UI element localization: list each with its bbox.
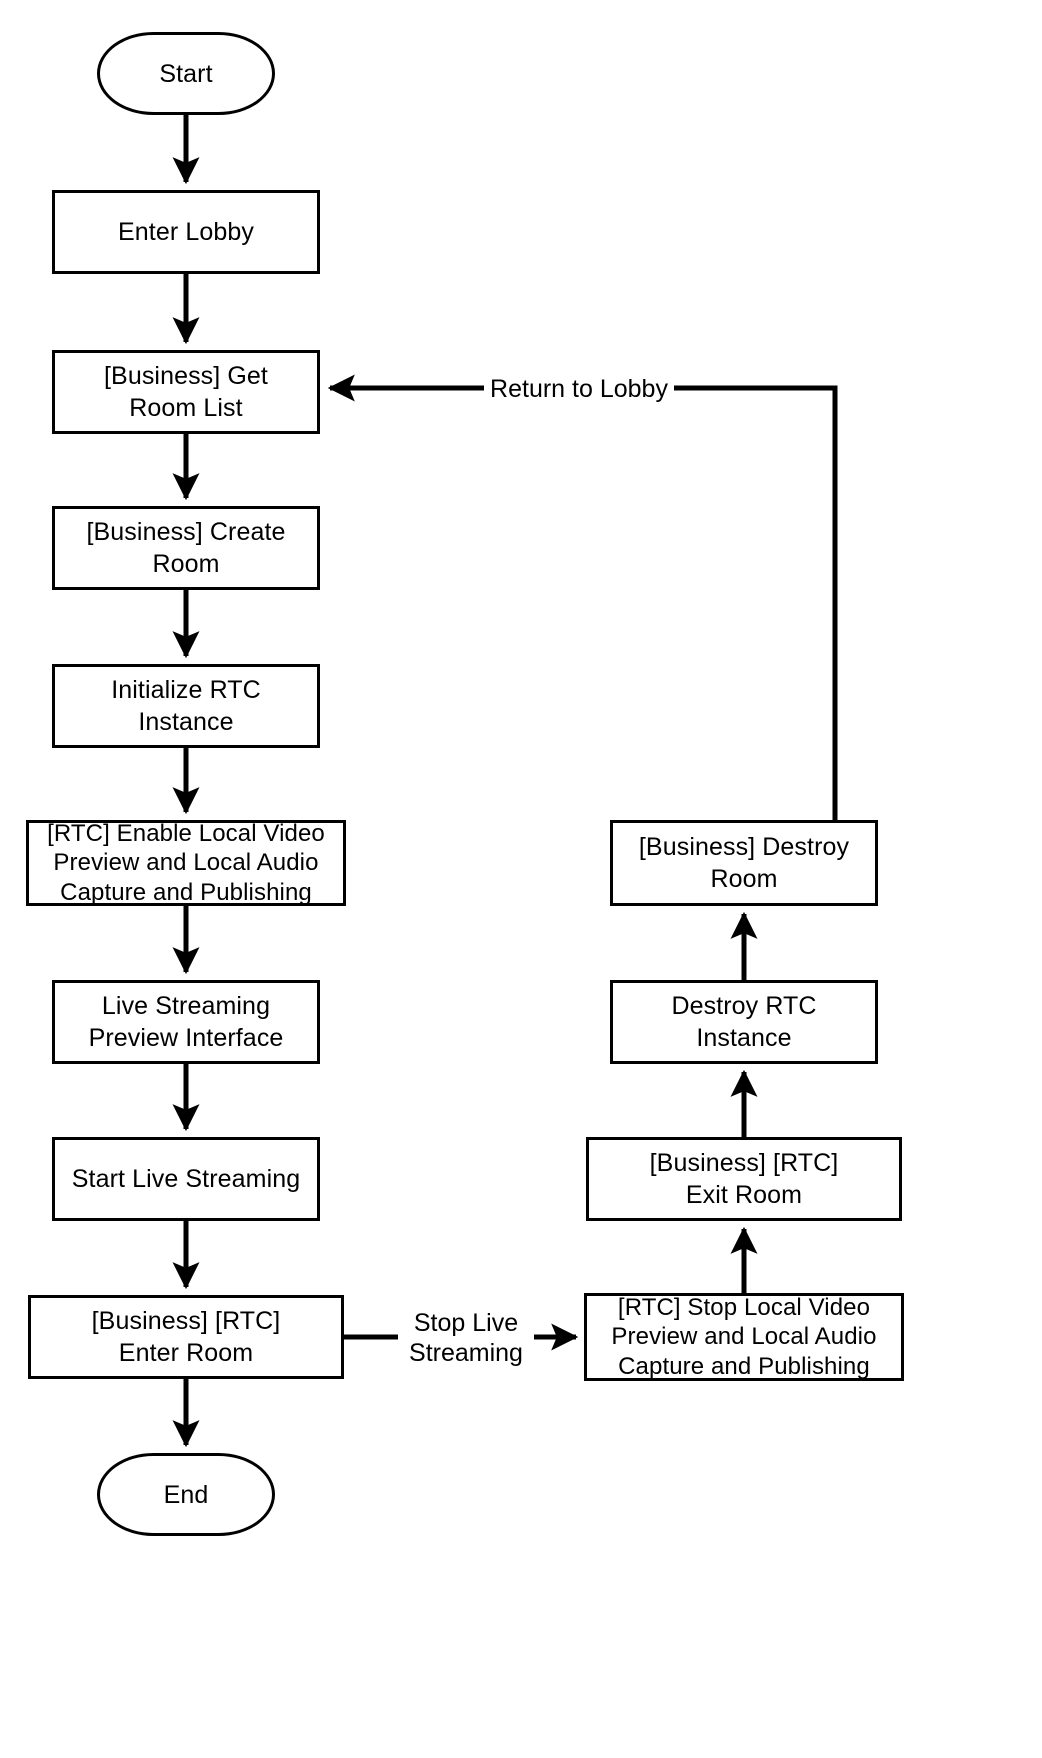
node-destroy-rtc-instance[interactable]: Destroy RTC Instance bbox=[610, 980, 878, 1064]
node-start-live-streaming[interactable]: Start Live Streaming bbox=[52, 1137, 320, 1221]
node-destroy-room[interactable]: [Business] Destroy Room bbox=[610, 820, 878, 906]
node-create-room[interactable]: [Business] Create Room bbox=[52, 506, 320, 590]
node-live-streaming-preview-interface[interactable]: Live Streaming Preview Interface bbox=[52, 980, 320, 1064]
node-get-room-list[interactable]: [Business] Get Room List bbox=[52, 350, 320, 434]
edge-destroy-room-to-get-room bbox=[327, 374, 838, 820]
node-enter-lobby[interactable]: Enter Lobby bbox=[52, 190, 320, 274]
node-exit-room[interactable]: [Business] [RTC] Exit Room bbox=[586, 1137, 902, 1221]
node-stop-local-video-audio[interactable]: [RTC] Stop Local Video Preview and Local… bbox=[584, 1293, 904, 1381]
node-start[interactable]: Start bbox=[97, 32, 275, 115]
edge-label-stop-live-streaming: Stop Live Streaming bbox=[398, 1306, 534, 1370]
edge-label-return-to-lobby: Return to Lobby bbox=[484, 371, 674, 407]
node-enable-local-video-audio[interactable]: [RTC] Enable Local Video Preview and Loc… bbox=[26, 820, 346, 906]
node-end[interactable]: End bbox=[97, 1453, 275, 1536]
node-initialize-rtc-instance[interactable]: Initialize RTC Instance bbox=[52, 664, 320, 748]
node-enter-room[interactable]: [Business] [RTC] Enter Room bbox=[28, 1295, 344, 1379]
